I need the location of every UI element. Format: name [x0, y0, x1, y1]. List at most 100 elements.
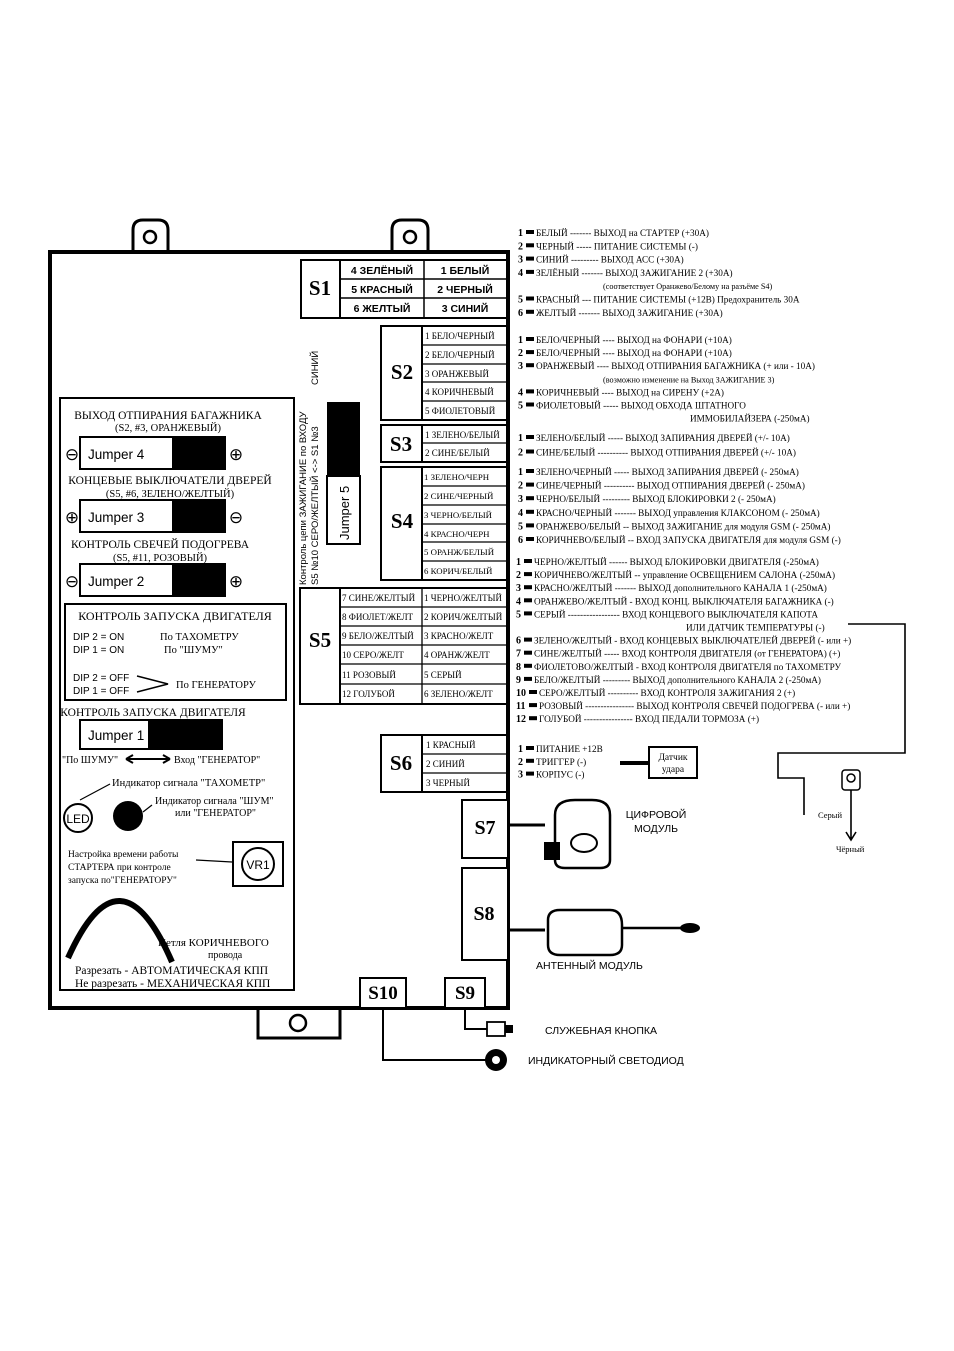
- wire-pin-number: 2: [518, 481, 523, 492]
- s1-cell: 3 СИНИЙ: [442, 302, 489, 315]
- jumper-3-cap: [172, 500, 225, 532]
- digital-module-connector: [544, 842, 560, 860]
- wire-description-continued: (возможно изменение на Выход ЗАЖИГАНИЕ 3…: [603, 375, 775, 384]
- wire-pin-number: 2: [518, 241, 523, 252]
- plus-icon: ⊕: [65, 508, 79, 527]
- door-switch-title: КОНЦЕВЫЕ ВЫКЛЮЧАТЕЛИ ДВЕРЕЙ: [68, 473, 271, 487]
- wire-color-marker: [524, 650, 532, 655]
- wire-description: ЧЕРНО/БЕЛЫЙ --------- ВЫХОД БЛОКИРОВКИ 2…: [536, 494, 776, 504]
- dip-on-1: DIP 1 = ON: [73, 645, 124, 656]
- s5-cell: 6 ЗЕЛЕНО/ЖЕЛТ: [424, 689, 493, 699]
- ignition-control-note: Контроль цепи ЗАЖИГАНИЕ по ВХОДУ: [298, 410, 309, 585]
- led-indicator: [63, 803, 93, 833]
- s2-cell: 4 КОРИЧНЕВЫЙ: [425, 387, 494, 397]
- s1-cell: 1 БЕЛЫЙ: [441, 264, 490, 277]
- wire-description-continued: (соответствует Оранжево/Белому на разъём…: [603, 282, 773, 291]
- s5-cell: 8 ФИОЛЕТ/ЖЕЛТ: [342, 612, 414, 622]
- jumper-4-cap: [172, 437, 225, 469]
- s10-label: S10: [368, 983, 398, 1004]
- s8-label: S8: [473, 903, 494, 925]
- service-button-label: СЛУЖЕБНАЯ КНОПКА: [545, 1025, 657, 1037]
- wire-pin-number: 3: [518, 494, 523, 505]
- wire-description: ФИОЛЕТОВЫЙ ----- ВЫХОД ОБХОДА ШТАТНОГО: [536, 401, 746, 411]
- engine-start-dip-box: [64, 603, 287, 701]
- wire-description: ЗЕЛЕНО/БЕЛЫЙ ----- ВЫХОД ЗАПИРАНИЯ ДВЕРЕ…: [536, 433, 790, 443]
- wire-description: ПИТАНИЕ +12В: [536, 744, 603, 754]
- leader-line: [79, 783, 111, 801]
- wire-color-marker: [526, 496, 534, 501]
- minus-icon: ⊖: [229, 508, 243, 527]
- connector-s9: S9: [444, 977, 486, 1009]
- noise-indicator-label-a: Индикатор сигнала "ШУМ": [155, 796, 274, 807]
- service-button-cap: [505, 1025, 513, 1033]
- jumper-5-label: Jumper 5: [337, 486, 352, 540]
- wire-description: ФИОЛЕТОВО/ЖЕЛТЫЙ - ВХОД КОНТРОЛЯ ДВИГАТЕ…: [534, 662, 841, 672]
- wire-color-marker: [526, 350, 534, 355]
- antenna-tip: [680, 923, 700, 933]
- wire-color-marker: [526, 537, 534, 541]
- s9-wire: [464, 1008, 487, 1030]
- wire-pin-number: 5: [518, 521, 523, 532]
- hood-sensor-wire: [777, 623, 906, 815]
- s5-cell: 11 РОЗОВЫЙ: [342, 670, 396, 680]
- wire-description: ТРИГГЕР (-): [536, 757, 586, 767]
- wire-color-marker: [526, 337, 534, 341]
- dip-off-2: DIP 2 = OFF: [73, 673, 129, 684]
- s4-cell: 5 ОРАНЖ/БЕЛЫЙ: [424, 547, 495, 557]
- wire-color-marker: [526, 435, 534, 439]
- wire-color-marker: [529, 716, 537, 721]
- wire-pin-number: 1: [518, 744, 523, 755]
- connector-s3: S3 1 ЗЕЛЕНО/БЕЛЫЙ 2 СИНЕ/БЕЛЫЙ: [380, 424, 508, 463]
- trunk-output-title: ВЫХОД ОТПИРАНИЯ БАГАЖНИКА: [74, 410, 262, 422]
- s1-cell: 4 ЗЕЛЁНЫЙ: [351, 264, 413, 277]
- wire-color-marker: [526, 269, 534, 274]
- s3-cell: 1 ЗЕЛЕНО/БЕЛЫЙ: [425, 430, 500, 440]
- wire-color-marker: [526, 402, 534, 407]
- wire-description: ОРАНЖЕВО/ЖЕЛТЫЙ - ВХОД КОНЦ. ВЫКЛЮЧАТЕЛЯ…: [534, 596, 834, 606]
- wire-pin-number: 5: [518, 401, 523, 412]
- wire-pin-number: 3: [518, 770, 523, 781]
- jumper-1-cap: [148, 720, 222, 749]
- s5-cell: 12 ГОЛУБОЙ: [342, 689, 395, 699]
- wire-description: КРАСНО/ЧЕРНЫЙ ------- ВЫХОД управления К…: [536, 508, 820, 518]
- jumper-1-noise: "По ШУМУ": [62, 755, 118, 766]
- sensor-black-label: Чёрный: [836, 844, 865, 854]
- leader-line: [142, 804, 153, 813]
- s6-cell: 2 СИНИЙ: [426, 759, 465, 769]
- sensor-grey-label: Серый: [818, 810, 843, 820]
- minus-icon: ⊖: [65, 572, 79, 591]
- wire-pin-number: 2: [516, 570, 521, 581]
- plus-icon: ⊕: [229, 572, 243, 591]
- service-button-icon[interactable]: [486, 1021, 506, 1037]
- digital-module-label-b: МОДУЛЬ: [634, 823, 678, 835]
- indicator-led-label: ИНДИКАТОРНЫЙ СВЕТОДИОД: [528, 1054, 684, 1067]
- s6-label: S6: [390, 751, 412, 775]
- wire-description: СИНИЙ --------- ВЫХОД АСС (+30А): [536, 255, 684, 265]
- wire-pin-number: 1: [518, 467, 523, 478]
- wire-color-marker: [526, 469, 534, 473]
- wire-pin-number: 8: [516, 662, 521, 673]
- connector-s1: S1 4 ЗЕЛЁНЫЙ 1 БЕЛЫЙ 5 КРАСНЫЙ 2 ЧЕРНЫЙ …: [300, 259, 508, 319]
- wire-description: ЧЕРНО/ЖЕЛТЫЙ ------ ВЫХОД БЛОКИРОВКИ ДВИ…: [534, 557, 819, 567]
- glow-plug-title: КОНТРОЛЬ СВЕЧЕЙ ПОДОГРЕВА: [71, 537, 250, 551]
- wire-description: ОРАНЖЕВЫЙ ---- ВЫХОД ОТПИРАНИЯ БАГАЖНИКА…: [536, 361, 815, 371]
- digital-module-label-a: ЦИФРОВОЙ: [626, 808, 687, 821]
- s1-cell: 6 ЖЕЛТЫЙ: [354, 302, 411, 315]
- wire-description: ОРАНЖЕВО/БЕЛЫЙ -- ВЫХОД ЗАЖИГАНИЕ для мо…: [536, 521, 830, 531]
- wire-description: БЕЛО/ЖЕЛТЫЙ --------- ВЫХОД дополнительн…: [534, 675, 821, 685]
- wire-description: РОЗОВЫЙ ---------------- ВЫХОД КОНТРОЛЯ …: [539, 701, 850, 711]
- starter-setup-c: запуска по"ГЕНЕРАТОРУ": [68, 876, 177, 886]
- connector-s2: S2 1 БЕЛО/ЧЕРНЫЙ 2 БЕЛО/ЧЕРНЫЙ 3 ОРАНЖЕВ…: [380, 325, 508, 421]
- s2-cell: 5 ФИОЛЕТОВЫЙ: [425, 406, 496, 416]
- wire-color-marker: [526, 309, 534, 314]
- mode-tacho: По ТАХОМЕТРУ: [160, 632, 239, 643]
- noise-indicator: [113, 801, 143, 831]
- wire-pin-number: 12: [516, 714, 526, 725]
- s5-cell: 2 КОРИЧ/ЖЕЛТЫЙ: [424, 612, 503, 622]
- s4-label: S4: [391, 509, 414, 533]
- wire-description: ЖЕЛТЫЙ ------- ВЫХОД ЗАЖИГАНИЕ (+30А): [536, 308, 723, 318]
- wire-color-marker: [524, 572, 532, 577]
- indicator-led-lens: [492, 1056, 500, 1064]
